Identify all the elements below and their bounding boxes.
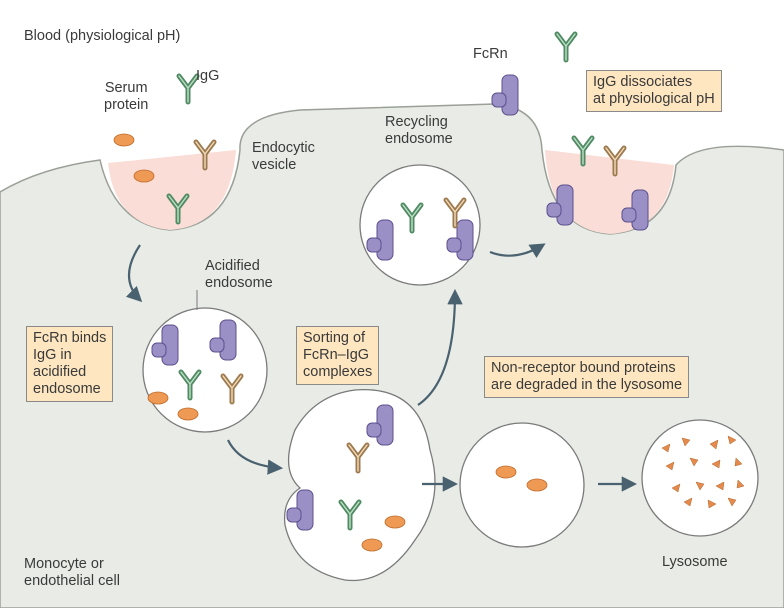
protein-sorting-1 (384, 515, 406, 529)
serum-protein-1 (113, 133, 135, 147)
late-endosome (459, 422, 585, 548)
sorting-endosome (283, 389, 436, 582)
protein-acidified-2 (177, 407, 199, 421)
lysosome-label: Lysosome (662, 554, 728, 570)
serum-protein-label: Serum protein (104, 80, 149, 113)
protein-acidified-1 (147, 391, 169, 405)
protein-late-1 (495, 465, 517, 479)
lysosome (641, 419, 759, 537)
acidified-endosome (142, 307, 268, 433)
recycling-endosome-label: Recycling endosome (385, 114, 453, 147)
arrow-to-recycling (417, 288, 463, 406)
igg-label: IgG (196, 68, 220, 84)
sorting-box: Sorting of FcRn–IgG complexes (296, 326, 380, 385)
protein-late-2 (526, 478, 548, 492)
igg-blood-2 (557, 34, 575, 60)
dissociates-box: IgG dissociates at physiological pH (586, 70, 722, 112)
endocytic-vesicle-label: Endocytic vesicle (252, 140, 315, 173)
igg-blood-1 (179, 76, 197, 102)
acidified-endosome-label: Acidified endosome (205, 258, 273, 291)
degraded-box: Non-receptor bound proteins are degraded… (484, 356, 690, 398)
arrow-to-surface (489, 243, 546, 258)
serum-protein-2 (133, 169, 155, 183)
fcrn-label: FcRn (473, 46, 508, 62)
monocyte-label: Monocyte or endothelial cell (24, 556, 120, 589)
protein-sorting-2 (361, 538, 383, 552)
binds-box: FcRn binds IgG in acidified endosome (26, 326, 114, 402)
arrow-to-acidified (125, 244, 143, 303)
degraded-fragments (661, 435, 745, 509)
arrow-to-sorting (227, 439, 284, 475)
blood-label: Blood (physiological pH) (24, 28, 181, 44)
